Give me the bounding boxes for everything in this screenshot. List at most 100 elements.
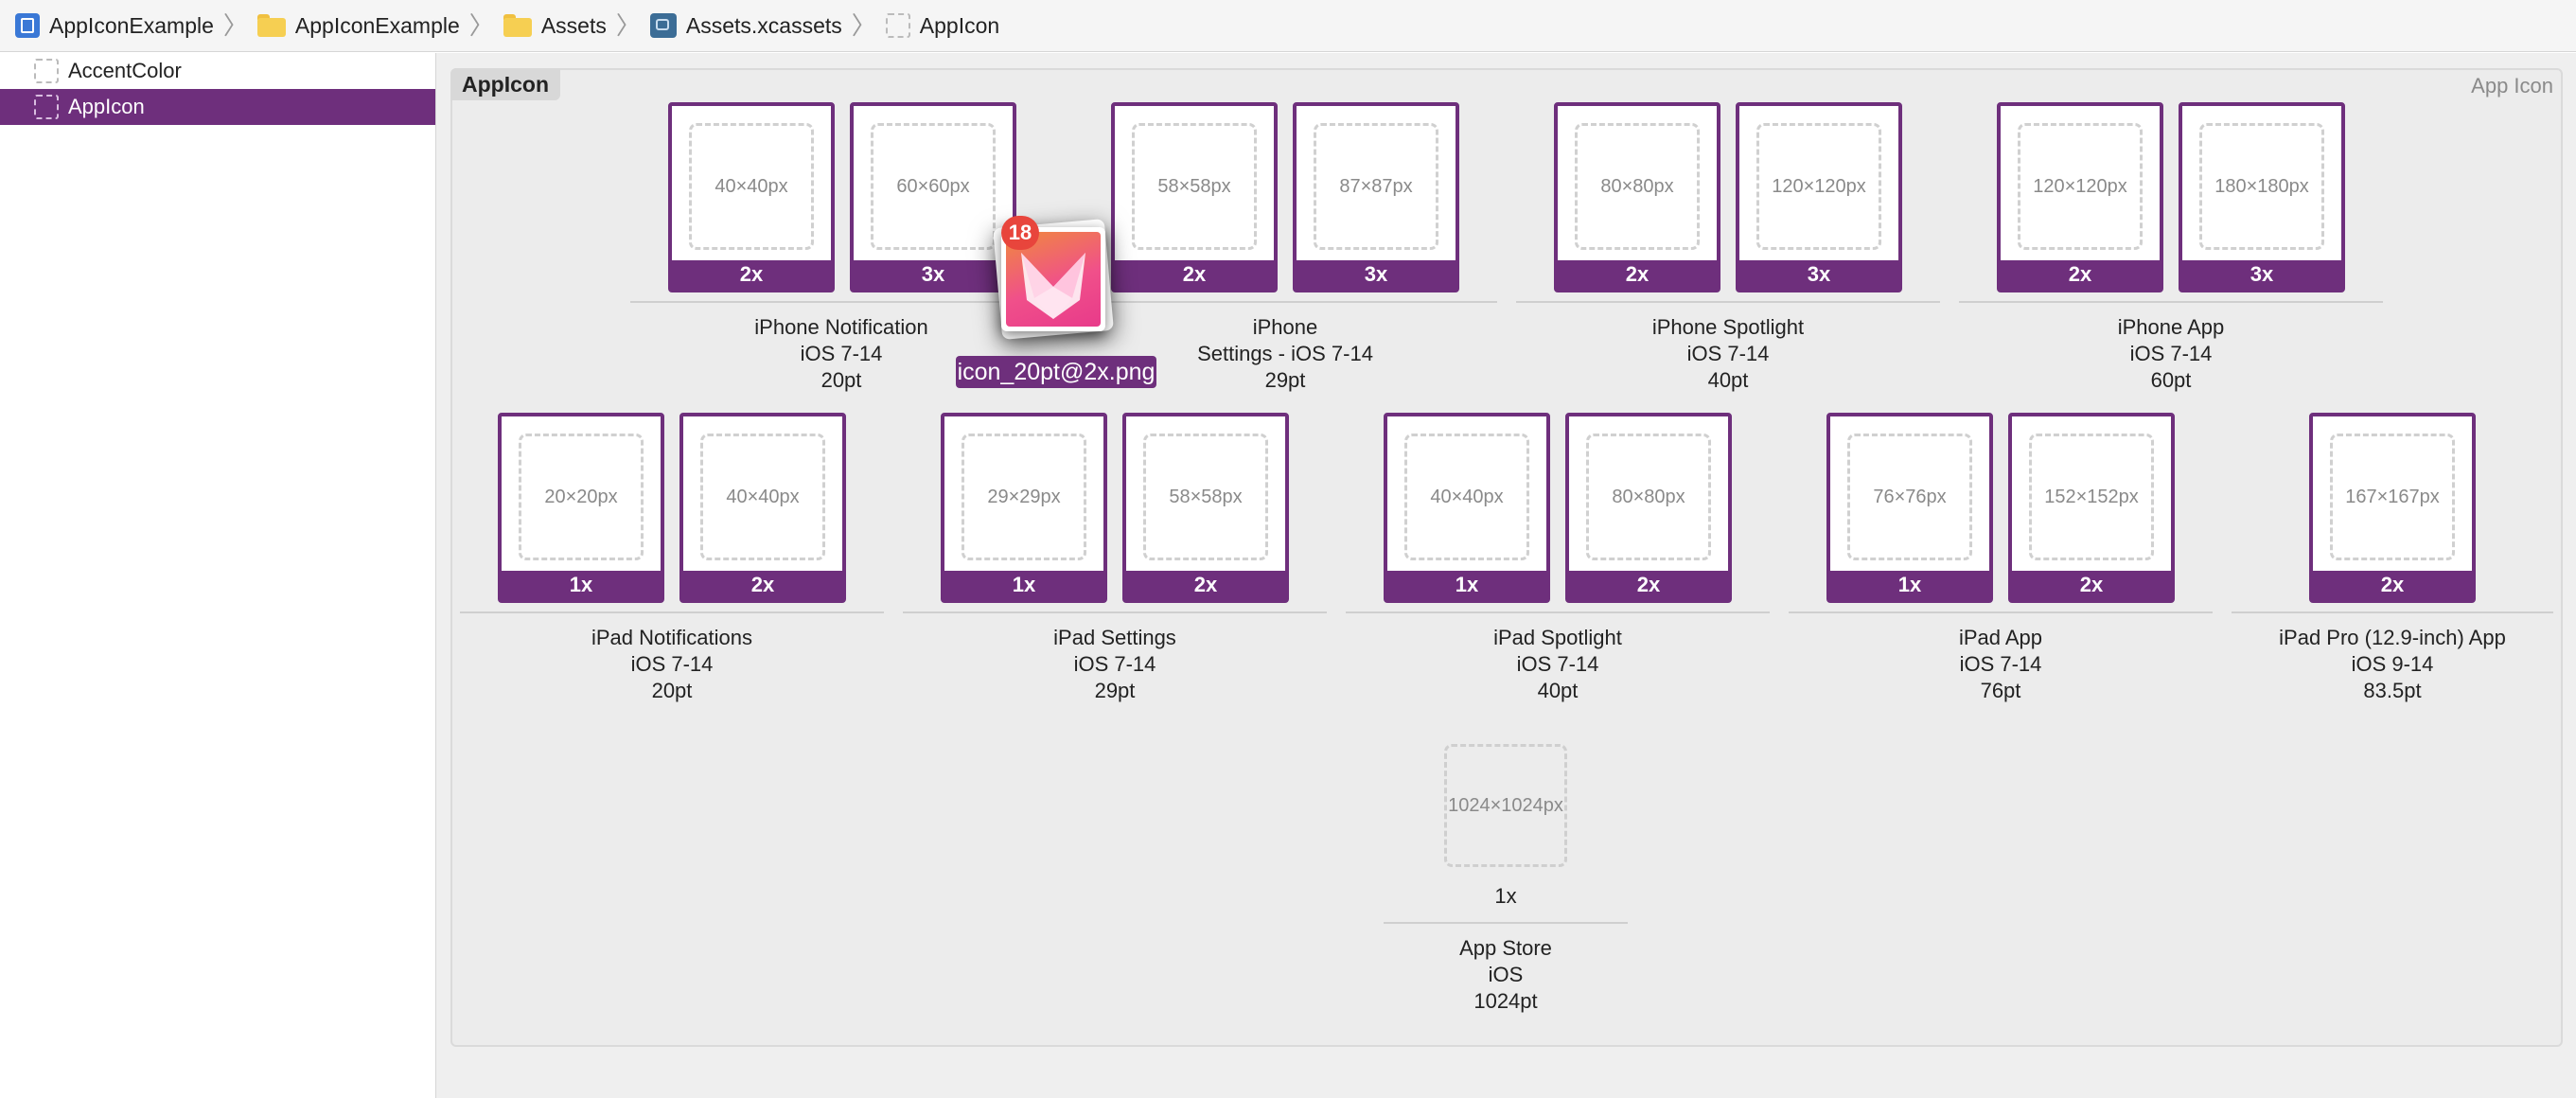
slot-scale: 1x: [1387, 571, 1546, 599]
icon-slot[interactable]: 58×58px 2x: [1122, 413, 1289, 603]
dragged-files-preview[interactable]: [993, 219, 1115, 341]
app-icon-set-icon: [885, 13, 910, 38]
slot-scale: 2x: [1558, 260, 1717, 289]
slot-size-placeholder: 120×120px: [1756, 123, 1881, 250]
breadcrumb-label: AppIconExample: [49, 12, 214, 38]
icon-slot[interactable]: 80×80px 2x: [1565, 413, 1732, 603]
slot-size-placeholder: 152×152px: [2029, 434, 2154, 560]
slot-scale: 2x: [2001, 260, 2160, 289]
icon-slot[interactable]: 180×180px 3x: [2179, 102, 2345, 292]
chevron-right-icon: 〉: [222, 11, 248, 40]
breadcrumb-item-assets-folder[interactable]: Assets: [503, 13, 607, 39]
group-divider: [903, 611, 1327, 613]
slot-size-placeholder: 40×40px: [689, 123, 814, 250]
group-divider: [1346, 611, 1770, 613]
breadcrumb-item-group[interactable]: AppIconExample: [256, 13, 460, 39]
slot-scale: 2x: [1569, 571, 1728, 599]
slot-size-placeholder: 40×40px: [1404, 434, 1529, 560]
asset-catalog-icon: [649, 13, 677, 38]
app-icon-set-icon: [34, 95, 59, 119]
file-count-badge: 18: [1001, 216, 1039, 250]
slot-scale: 2x: [672, 260, 831, 289]
slot-scale: 2x: [2012, 571, 2171, 599]
breadcrumb-label: Assets: [540, 12, 607, 38]
icon-slot[interactable]: 40×40px 2x: [668, 102, 835, 292]
icon-slot[interactable]: 20×20px 1x: [498, 413, 664, 603]
asset-set-name[interactable]: AppIcon: [450, 68, 560, 100]
slot-size-placeholder: 76×76px: [1847, 434, 1972, 560]
chevron-right-icon: 〉: [468, 11, 494, 40]
icon-slot[interactable]: 40×40px 2x: [679, 413, 846, 603]
icon-slot-app-store[interactable]: 1024×1024px: [1444, 744, 1567, 867]
sidebar-item-appicon[interactable]: AppIcon: [0, 89, 435, 125]
icon-slot[interactable]: 87×87px 3x: [1293, 102, 1459, 292]
slot-scale: 1x: [1494, 884, 1517, 908]
sidebar-item-label: AppIcon: [68, 95, 145, 118]
slot-scale: 1x: [1830, 571, 1989, 599]
asset-list-sidebar: AccentColor AppIcon: [0, 53, 436, 1098]
fox-app-icon: [1006, 232, 1101, 327]
icon-slot[interactable]: 40×40px 1x: [1384, 413, 1550, 603]
slot-size-placeholder: 40×40px: [700, 434, 825, 560]
icon-slot[interactable]: 76×76px 1x: [1826, 413, 1993, 603]
group-divider: [1959, 301, 2383, 303]
icon-slot[interactable]: 60×60px 3x: [850, 102, 1016, 292]
breadcrumb-item-asset-catalog[interactable]: Assets.xcassets: [649, 13, 842, 39]
group-divider: [630, 301, 1052, 303]
slot-scale: 2x: [2313, 571, 2472, 599]
slot-size-placeholder: 120×120px: [2018, 123, 2143, 250]
chevron-right-icon: 〉: [851, 11, 876, 40]
asset-set-type: App Icon: [2471, 74, 2553, 97]
project-icon: [15, 13, 40, 38]
group-divider: [1073, 301, 1497, 303]
slot-size-placeholder: 29×29px: [962, 434, 1086, 560]
icon-slot[interactable]: 29×29px 1x: [941, 413, 1107, 603]
slot-scale: 3x: [854, 260, 1013, 289]
sidebar-item-accentcolor[interactable]: AccentColor: [0, 53, 435, 89]
slot-size-placeholder: 80×80px: [1586, 434, 1711, 560]
icon-slot[interactable]: 120×120px 2x: [1997, 102, 2163, 292]
breadcrumb-item-project[interactable]: AppIconExample: [15, 13, 214, 39]
slot-size-placeholder: 180×180px: [2199, 123, 2324, 250]
icon-slot[interactable]: 80×80px 2x: [1554, 102, 1720, 292]
chevron-right-icon: 〉: [615, 11, 641, 40]
slot-size-placeholder: 80×80px: [1575, 123, 1700, 250]
group-divider: [460, 611, 884, 613]
color-set-icon: [34, 59, 59, 83]
icon-slot[interactable]: 167×167px 2x: [2309, 413, 2476, 603]
slot-size-placeholder: 20×20px: [519, 434, 644, 560]
slot-scale: 2x: [1115, 260, 1274, 289]
dragged-filename-label: icon_20pt@2x.png: [956, 356, 1156, 388]
group-divider: [1384, 922, 1628, 924]
slot-scale: 2x: [1126, 571, 1285, 599]
slot-scale: 3x: [1739, 260, 1898, 289]
folder-icon: [256, 14, 286, 37]
breadcrumb-label: AppIcon: [919, 12, 1000, 38]
icon-slot[interactable]: 120×120px 3x: [1736, 102, 1902, 292]
slot-size-placeholder: 58×58px: [1132, 123, 1257, 250]
breadcrumb-item-appicon[interactable]: AppIcon: [885, 12, 1000, 39]
slot-size-placeholder: 58×58px: [1143, 434, 1268, 560]
group-divider: [1516, 301, 1940, 303]
icon-slot[interactable]: 58×58px 2x: [1111, 102, 1278, 292]
slot-scale: 1x: [944, 571, 1103, 599]
icon-slot[interactable]: 152×152px 2x: [2008, 413, 2175, 603]
group-divider: [2232, 611, 2553, 613]
slot-scale: 1x: [502, 571, 661, 599]
slot-scale: 3x: [1297, 260, 1456, 289]
slot-size-placeholder: 60×60px: [871, 123, 996, 250]
slot-scale: 2x: [683, 571, 842, 599]
group-divider: [1789, 611, 2213, 613]
slot-size-placeholder: 167×167px: [2330, 434, 2455, 560]
sidebar-item-label: AccentColor: [68, 59, 182, 82]
slot-scale: 3x: [2182, 260, 2341, 289]
